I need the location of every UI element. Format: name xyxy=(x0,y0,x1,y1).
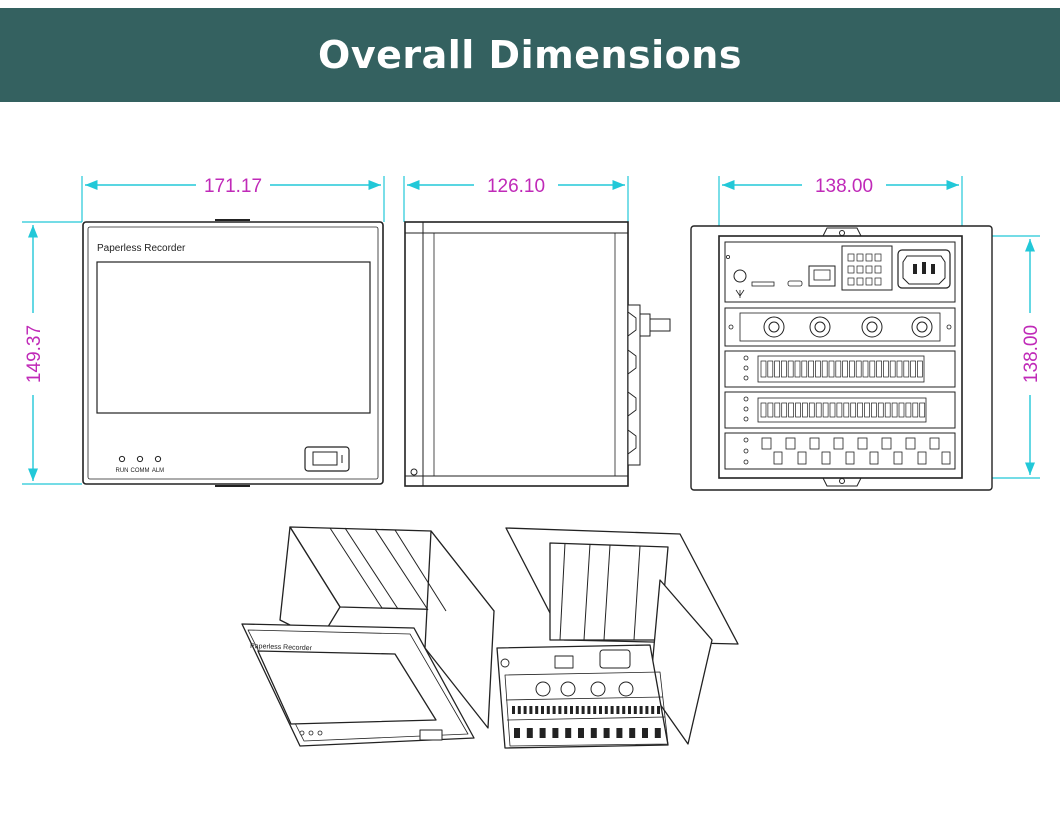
rj45-port-icon xyxy=(808,265,836,287)
isometric-front-view xyxy=(241,526,495,747)
header-banner: Overall Dimensions xyxy=(0,8,1060,102)
page-title: Overall Dimensions xyxy=(318,33,742,77)
front-view: 171.17 149.37 Paperless Recorder RUN COM… xyxy=(22,176,385,487)
led-alm-label: ALM xyxy=(152,468,164,474)
side-depth-dimension: 126.10 xyxy=(487,176,545,197)
rear-view: 138.00 138.00 xyxy=(690,176,1042,491)
led-comm-label: COMM xyxy=(131,468,150,474)
iso-brand-label: Paperless Recorder xyxy=(250,643,313,652)
cutout-height-dimension: 138.00 xyxy=(1021,325,1042,383)
isometric-rear-view xyxy=(496,527,739,749)
usb-port-icon xyxy=(304,446,350,472)
cutout-width-dimension: 138.00 xyxy=(815,176,873,197)
front-height-dimension: 149.37 xyxy=(24,325,45,383)
front-width-dimension: 171.17 xyxy=(204,176,262,197)
power-socket-icon xyxy=(897,249,951,289)
side-view: 126.10 xyxy=(403,176,671,487)
led-run-label: RUN xyxy=(116,468,129,474)
iso-rear-terminals xyxy=(512,706,661,738)
antenna-icon xyxy=(733,269,747,298)
brand-label: Paperless Recorder xyxy=(97,243,186,254)
